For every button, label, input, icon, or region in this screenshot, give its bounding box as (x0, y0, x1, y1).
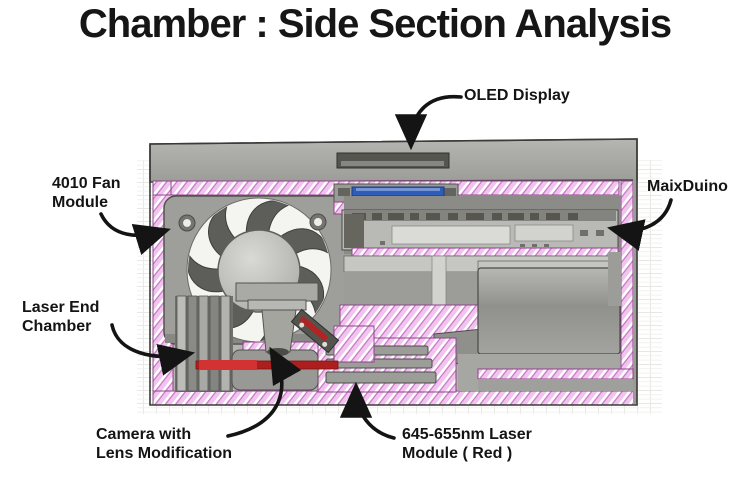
arrow-oled (394, 94, 463, 151)
arrow-laser-end (110, 323, 196, 376)
callout-camera: Camera with Lens Modification (96, 426, 232, 462)
laser-end-chamber-fins (175, 295, 233, 392)
laser-beam (195, 360, 339, 370)
arrow-camera (226, 346, 302, 438)
arrow-fan (99, 212, 171, 255)
assembly-outline (149, 138, 638, 406)
maixduino-pcb (341, 196, 620, 257)
oled-slot-lip (341, 161, 444, 166)
callout-fan: 4010 Fan Module (52, 175, 121, 211)
camera-lens-opening (267, 348, 289, 356)
callout-laser-module: 645-655nm Laser Module ( Red ) (402, 426, 532, 462)
pcb-tray-hatch (351, 247, 619, 257)
mirror-filter (290, 308, 340, 354)
laser-cylinder (433, 260, 634, 391)
pcb-components (352, 213, 578, 220)
floor-hatch (152, 390, 636, 406)
page-title: Chamber : Side Section Analysis (78, 2, 672, 46)
callout-oled: OLED Display (464, 87, 570, 104)
callout-maixduino: MaixDuino (647, 178, 728, 195)
top-cap (149, 138, 638, 183)
arrow-maixduino (606, 198, 673, 251)
arrow-laser-module (339, 381, 396, 440)
camera-lens-tube (261, 309, 297, 353)
mirror-mount-hatch (333, 325, 375, 363)
right-wall-outer (633, 179, 637, 403)
under-cylinder-hatch (477, 368, 634, 380)
callout-laser-end: Laser End Chamber (22, 299, 100, 335)
mirror-red-stripe (299, 315, 329, 342)
right-inner-post (608, 252, 621, 306)
